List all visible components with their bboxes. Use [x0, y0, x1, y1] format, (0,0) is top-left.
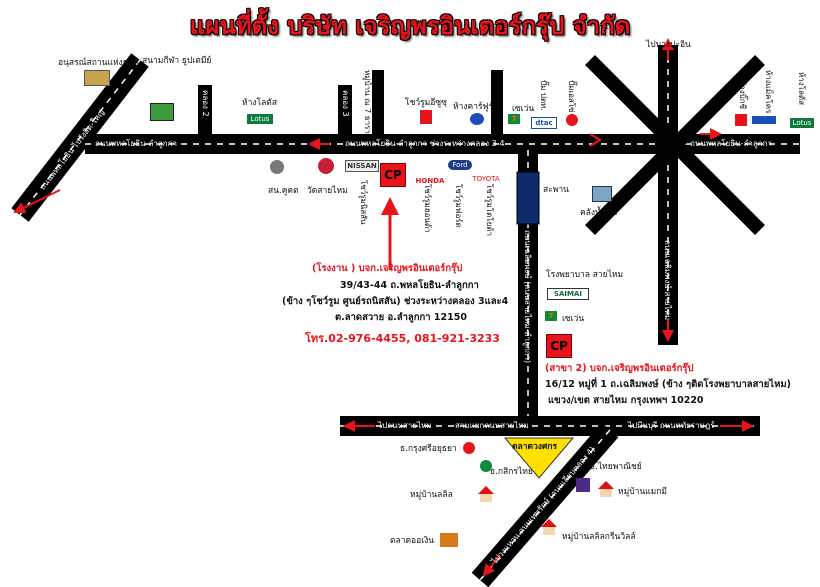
factory-heading: (โรงงาน ) บจก.เจริญพรอินเตอร์กรุ๊ป: [312, 263, 463, 274]
direction-arrows: [13, 38, 754, 577]
cp-branch-marker: CP: [546, 334, 572, 358]
oil-depot-icon: [592, 186, 612, 202]
cp-factory-marker: CP: [380, 163, 406, 187]
factory-line3: ต.ลาดสวาย อ.ลำลูกกา 12150: [335, 312, 467, 323]
label-klong2: คลอง 2: [201, 90, 210, 117]
road-south-diagonal: [471, 422, 619, 587]
lotus-logo-left: Lotus: [247, 114, 273, 124]
market-triangle: [503, 437, 575, 479]
label-saimai-junction: สามแยกถนนสายไหม: [455, 421, 529, 430]
label-right-shop3: ห้างโลตัส: [797, 72, 806, 105]
branch-heading: (สาขา 2) บจก.เจริญพรอินเตอร์กรุ๊ป: [545, 363, 694, 374]
label-market: ตลาดวงศกร: [512, 442, 558, 452]
temple-icon: [318, 158, 334, 174]
seven-logo-south: 7: [545, 311, 557, 321]
saimai-hospital-logo: SAIMAI: [547, 288, 589, 300]
label-monument: อนุสรณ์สถานแห่งชาติ: [58, 58, 139, 68]
branch-line2: แขวง/เขต สายไหม กรุงเทพฯ 10220: [548, 395, 704, 406]
label-market-loen: ตลาดออเงิน: [390, 536, 435, 546]
bridge-shape: [516, 171, 540, 225]
label-phahon-right: ถนนพหลโยธิน-ลำลูกกา: [690, 139, 772, 148]
label-village-green: หมู่บ้านลลิลกรีนวิลล์: [562, 532, 636, 542]
village-green-icon: [541, 519, 557, 535]
label-toyota-showroom: โชว์รูมโตโยต้า: [485, 184, 494, 236]
label-honda-showroom: โชว์รูมฮอนด้า: [423, 184, 432, 233]
label-temple: วัดสายไหม: [307, 186, 348, 196]
krungsri-icon: [463, 442, 475, 454]
label-village-mangmee: หมู่บ้านแมกมี: [618, 487, 668, 497]
label-cross-right: ถนนเฉลิมพงษ์-สายไหม: [663, 240, 672, 321]
label-saimai-hospital: โรงพยาบาล สายไหม: [546, 270, 624, 280]
label-showroom-isuzu: โชว์รูมอีซูซุ: [405, 98, 447, 108]
village-lalin-icon: [478, 486, 494, 502]
factory-line1: 39/43-44 ถ.พหลโยธิน-ลำลูกกา: [340, 280, 479, 291]
esso-icon: [566, 114, 578, 126]
stadium-icon: [150, 103, 174, 121]
label-klong3: คลอง 3: [341, 90, 350, 117]
nissan-logo: NISSAN: [345, 160, 379, 172]
label-right-shop1: ห้างบิ๊กซี: [738, 80, 747, 110]
seven-logo-top: 7: [508, 114, 520, 124]
factory-phone: โทร.02-976-4455, 081-921-3233: [305, 332, 500, 345]
label-water: คลังน้ำมัน: [580, 208, 618, 218]
label-phahon-middle: ถนนพหลโยธิน-ลำลูกกา ช่วงระหว่างคลอง 3-4: [345, 139, 505, 148]
dtac-logo: dtac: [531, 117, 557, 129]
label-ford-showroom: โชว์รูมฟอร์ด: [454, 184, 463, 228]
label-bank-kasikorn: ธ.กสิกรไทย: [490, 467, 533, 477]
label-police: สน.คูคต: [268, 186, 299, 196]
label-nissan-showroom: โชว์รูมนิสสัน: [359, 180, 368, 225]
village-mangmee-icon: [598, 481, 614, 497]
road-phahon-diagonal: [11, 53, 149, 222]
carrefour-icon: [470, 113, 484, 125]
label-to-bangkhen: ไปบางปะอิน: [646, 40, 691, 50]
label-seven-south: เซเว่น: [562, 314, 585, 324]
label-lotus-left: ห้างโลตัส: [242, 98, 278, 108]
label-to-minburi: ไปมีนบุรี ถนนหทัยราษฎร์: [628, 421, 715, 430]
label-phahon-top: ถนนพหลโยธิน-ลำลูกกา: [95, 139, 177, 148]
market-loen-icon: [440, 533, 458, 547]
label-shell: ปั๊มเอสโซ่: [567, 80, 576, 113]
label-bank-krungsri: ธ.กรุงศรีอยุธยา: [400, 444, 457, 454]
page-title: แผนที่ตั้ง บริษัท เจริญพรอินเตอร์กรุ๊ป จ…: [189, 12, 631, 40]
label-village-lalin: หมู่บ้านลลิล: [410, 490, 453, 500]
police-icon: [270, 160, 284, 174]
bigc-icon: [735, 114, 747, 126]
makro-icon: [752, 116, 776, 124]
branch-line1: 16/12 หมู่ที่ 1 ถ.เฉลิมพงษ์ (ข้าง ๆติดโร…: [545, 379, 791, 390]
ford-logo: Ford: [448, 160, 472, 170]
lotus-logo-right: Lotus: [790, 118, 814, 128]
label-dtac: ปั๊ม ปตท.: [539, 80, 548, 111]
scb-icon: [576, 478, 590, 492]
label-right-shop2: ห้างแม็คโคร: [764, 70, 773, 114]
factory-line2: (ข้าง ๆโชว์รูม ศูนย์รถนิสสัน) ช่วงระหว่า…: [282, 296, 509, 307]
label-bridge: สะพาน: [543, 185, 569, 195]
label-soi-left: หมู่บ้าน ณ 7 ธารา: [363, 70, 372, 134]
monument-icon: [84, 70, 110, 86]
label-to-saimai: ไปถนนสายไหม: [378, 421, 432, 430]
kasikorn-icon: [480, 460, 492, 472]
label-bank-scb: ธ.ไทยพาณิชย์: [590, 462, 642, 472]
label-carrefour: ห้างคาร์ฟูร์: [453, 102, 494, 112]
toyota-logo: TOYOTA: [472, 175, 500, 183]
label-seven-top: เซเว่น: [512, 104, 535, 114]
honda-logo: HONDA: [415, 177, 445, 185]
label-lamlukka-vertical: ถนนเฉลิมพงษ์ (ถนนสายไหม-ลำลูกกา): [523, 230, 532, 364]
isuzu-icon: [420, 110, 432, 124]
road-interchange: [585, 45, 765, 345]
label-stadium: สนามกีฬา ธูปเตมีย์: [142, 56, 212, 66]
